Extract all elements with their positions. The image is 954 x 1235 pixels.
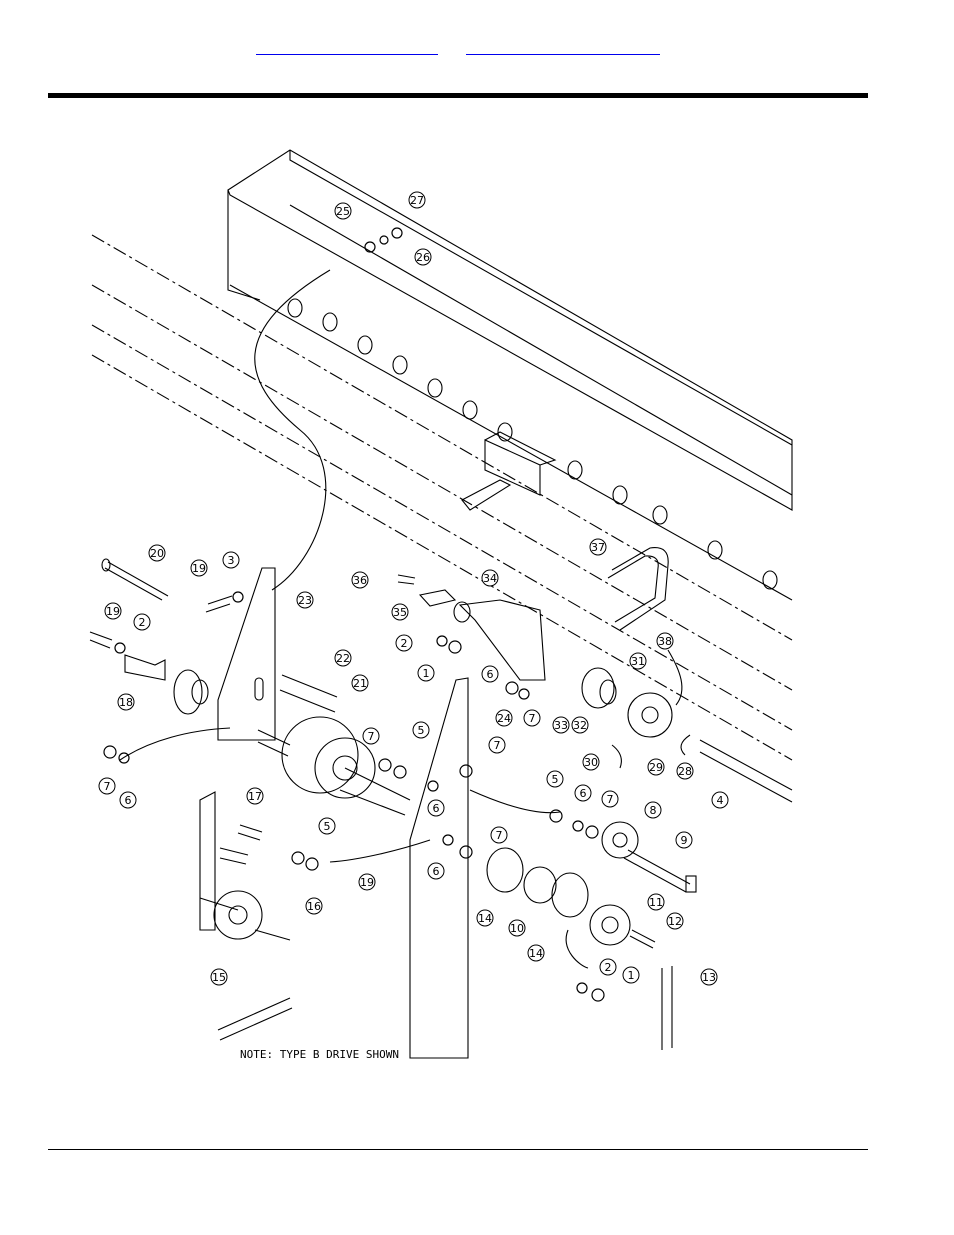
svg-text:23: 23 — [298, 594, 312, 607]
svg-text:6: 6 — [487, 668, 494, 681]
svg-text:6: 6 — [433, 802, 440, 815]
svg-text:34: 34 — [483, 572, 497, 585]
svg-text:24: 24 — [497, 712, 511, 725]
svg-text:35: 35 — [393, 606, 407, 619]
svg-text:4: 4 — [717, 794, 724, 807]
svg-text:27: 27 — [410, 194, 424, 207]
svg-text:2: 2 — [401, 637, 408, 650]
svg-text:2: 2 — [139, 616, 146, 629]
svg-text:32: 32 — [573, 719, 587, 732]
callouts — [99, 192, 728, 985]
shaft-22 — [280, 675, 337, 712]
svg-text:29: 29 — [649, 761, 663, 774]
svg-text:22: 22 — [336, 652, 350, 665]
svg-text:37: 37 — [591, 541, 605, 554]
svg-text:19: 19 — [106, 605, 120, 618]
svg-text:6: 6 — [433, 865, 440, 878]
svg-text:5: 5 — [324, 820, 331, 833]
svg-text:7: 7 — [529, 712, 536, 725]
svg-text:25: 25 — [336, 205, 350, 218]
nav-link-1[interactable] — [256, 38, 438, 55]
svg-text:38: 38 — [658, 635, 672, 648]
svg-text:15: 15 — [212, 971, 226, 984]
svg-text:1: 1 — [423, 667, 430, 680]
svg-text:2: 2 — [605, 961, 612, 974]
svg-text:16: 16 — [307, 900, 321, 913]
svg-text:13: 13 — [702, 971, 716, 984]
svg-text:10: 10 — [510, 922, 524, 935]
plate-lower-left — [200, 792, 215, 930]
svg-text:26: 26 — [416, 251, 430, 264]
svg-text:7: 7 — [368, 730, 375, 743]
diagram-note: NOTE: TYPE B DRIVE SHOWN — [240, 1048, 399, 1061]
svg-text:31: 31 — [631, 655, 645, 668]
frame-beam — [228, 150, 792, 510]
plate-23 — [218, 568, 275, 740]
svg-text:9: 9 — [681, 834, 688, 847]
svg-text:19: 19 — [192, 562, 206, 575]
svg-text:20: 20 — [150, 547, 164, 560]
footer-rule — [48, 1149, 868, 1150]
svg-text:8: 8 — [650, 804, 657, 817]
svg-text:21: 21 — [353, 677, 367, 690]
svg-text:33: 33 — [554, 719, 568, 732]
shaft-4 — [700, 740, 792, 802]
sprocket-21-large — [282, 717, 358, 793]
nav-link-2[interactable] — [466, 38, 660, 55]
svg-text:14: 14 — [478, 912, 492, 925]
svg-text:6: 6 — [580, 787, 587, 800]
svg-text:11: 11 — [649, 896, 663, 909]
svg-text:18: 18 — [119, 696, 133, 709]
svg-text:17: 17 — [248, 790, 262, 803]
bracket-34 — [460, 600, 545, 680]
svg-text:3: 3 — [228, 554, 235, 567]
svg-text:36: 36 — [353, 574, 367, 587]
header-rule — [48, 93, 868, 98]
chain-15 — [218, 998, 292, 1040]
svg-text:19: 19 — [360, 876, 374, 889]
svg-text:5: 5 — [418, 724, 425, 737]
beam-bracket — [462, 432, 555, 510]
svg-text:7: 7 — [496, 829, 503, 842]
svg-text:7: 7 — [104, 780, 111, 793]
svg-text:7: 7 — [494, 739, 501, 752]
svg-text:7: 7 — [607, 793, 614, 806]
bolt-20 — [105, 562, 168, 600]
svg-text:28: 28 — [678, 765, 692, 778]
svg-text:6: 6 — [125, 794, 132, 807]
svg-text:5: 5 — [552, 773, 559, 786]
svg-text:30: 30 — [584, 756, 598, 769]
svg-text:14: 14 — [529, 947, 543, 960]
svg-text:1: 1 — [628, 969, 635, 982]
svg-text:12: 12 — [668, 915, 682, 928]
chain-13 — [662, 966, 672, 1050]
